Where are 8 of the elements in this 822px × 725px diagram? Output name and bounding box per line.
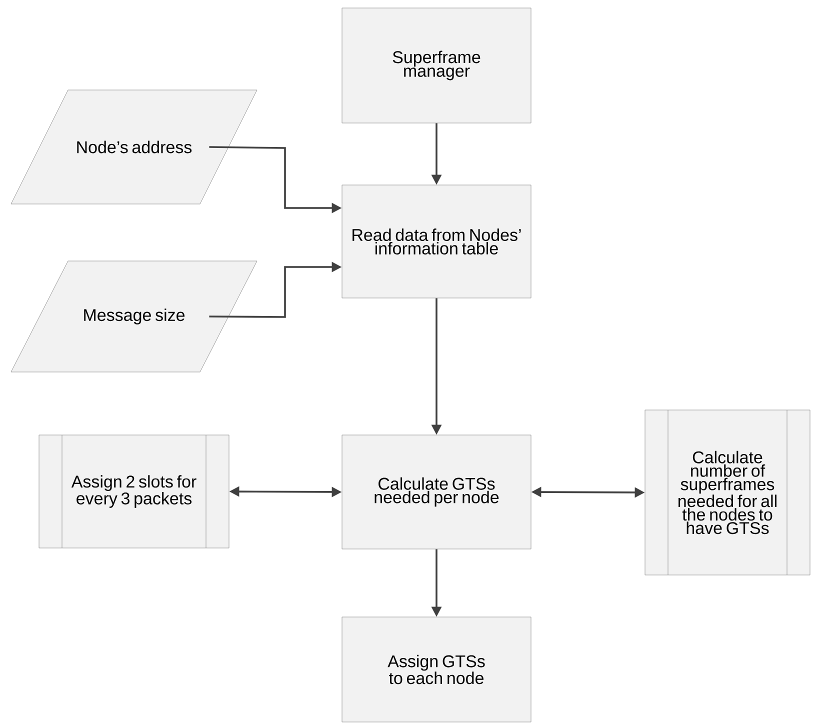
predefined-process-box: Calculate number of superframes needed for all the nodes to have GTSs — [644, 410, 810, 576]
process-box: Superframe manager — [342, 8, 532, 124]
process-box: Assign GTSs to each node — [342, 616, 532, 722]
predefined-process-box: Assign 2 slots for every 3 packets — [38, 434, 230, 548]
process-box: Calculate GTSs needed per node — [342, 434, 532, 550]
data-parallelogram: Message size — [10, 260, 258, 372]
data-parallelogram: Node’s address — [10, 90, 258, 204]
process-box: Read data from Nodes’ information table — [342, 184, 532, 298]
